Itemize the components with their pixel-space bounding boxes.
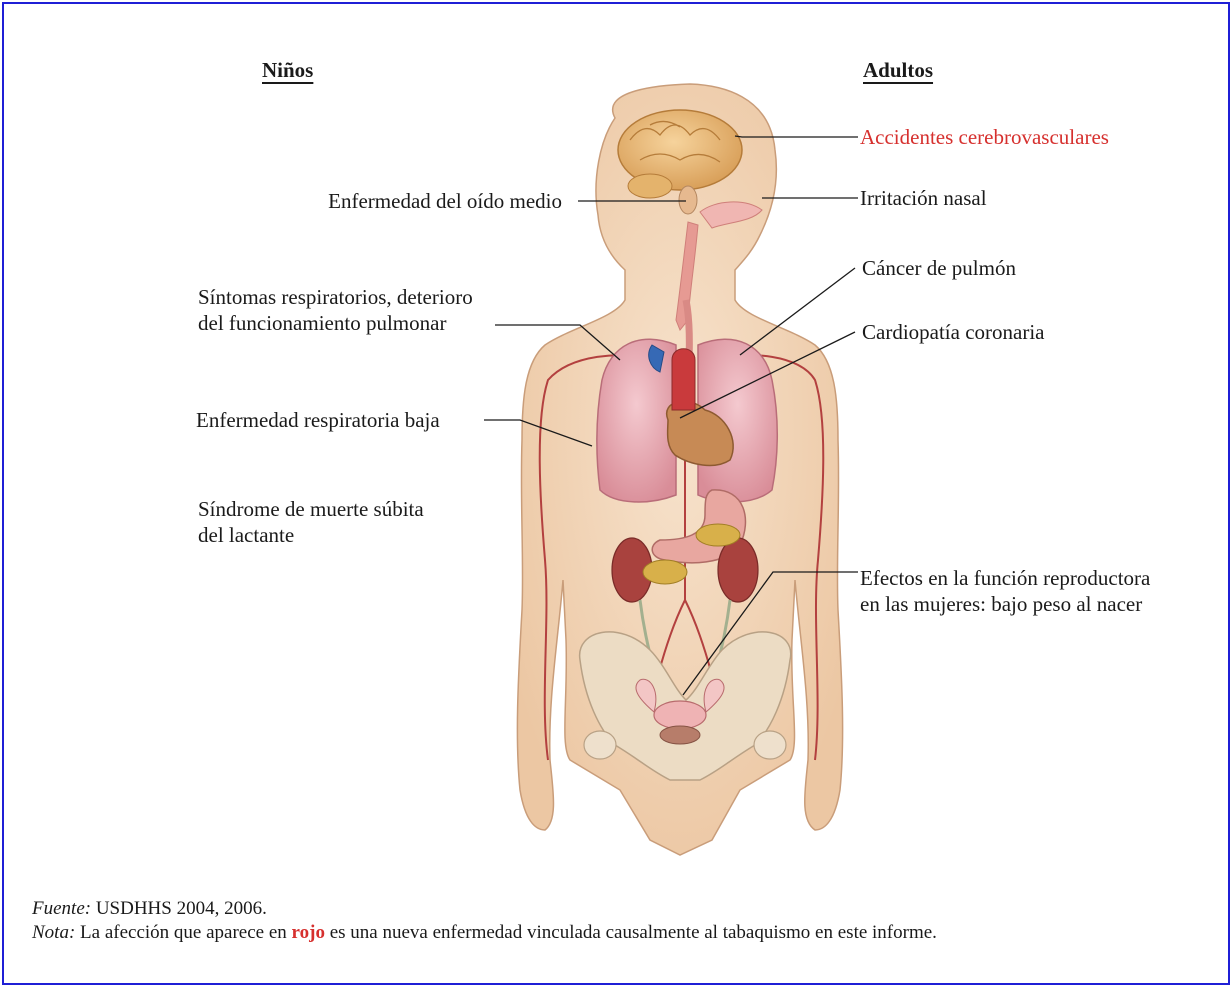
note-red-word: rojo [292,922,325,943]
source-text: USDHHS 2004, 2006. [96,898,267,919]
label-respiratory-symptoms-line1: Síntomas respiratorios, deterioro [198,285,473,309]
header-children: Niños [262,58,313,83]
label-middle-ear-disease: Enfermedad del oído medio [328,189,562,213]
note-pre: La afección que aparece en [80,922,287,943]
note-post: es una nueva enfermedad vinculada causal… [330,922,937,943]
ear [679,186,697,214]
label-reproductive-effects-line1: Efectos en la función reproductora [860,566,1150,590]
footer-note: Nota: La afección que aparece en rojo es… [32,922,937,944]
label-reproductive-effects-line2: en las mujeres: bajo peso al nacer [860,592,1142,616]
footer-source: Fuente: USDHHS 2004, 2006. [32,898,267,920]
label-coronary-heart-disease: Cardiopatía coronaria [862,320,1045,344]
label-sids-line2: del lactante [198,523,294,547]
source-label: Fuente: [32,898,91,919]
label-respiratory-symptoms-line2: del funcionamiento pulmonar [198,311,446,335]
label-lung-cancer: Cáncer de pulmón [862,256,1016,280]
note-label: Nota: [32,922,75,943]
label-nasal-irritation: Irritación nasal [860,186,987,210]
header-adults: Adultos [863,58,933,83]
label-stroke: Accidentes cerebrovasculares [860,125,1109,149]
label-sids-line1: Síndrome de muerte súbita [198,497,424,521]
label-lower-respiratory-disease: Enfermedad respiratoria baja [196,408,440,432]
